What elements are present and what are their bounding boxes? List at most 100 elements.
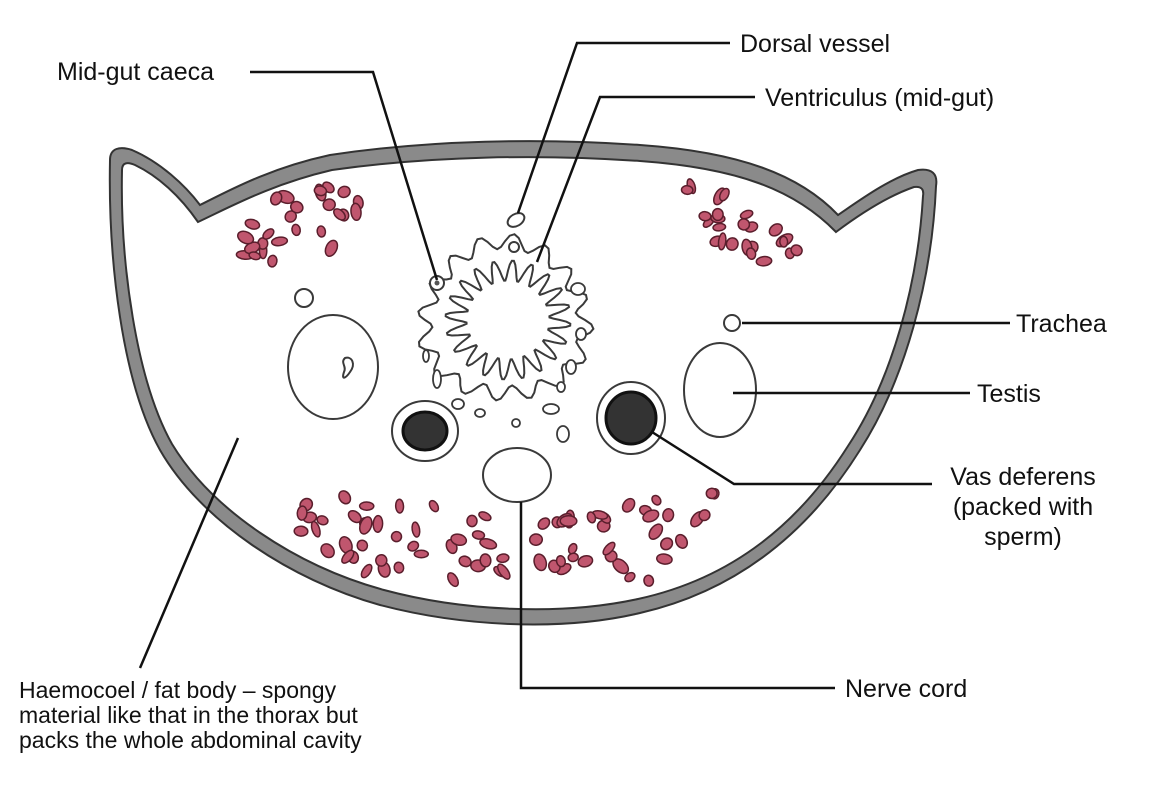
fat-cell <box>755 255 773 267</box>
fat-cell <box>717 232 727 251</box>
fat-cell <box>662 507 675 523</box>
fat-cell <box>296 505 308 521</box>
fat-cell <box>407 540 420 552</box>
fat-cell <box>528 533 544 546</box>
fat-cell <box>411 521 421 538</box>
fat-cell <box>533 553 548 572</box>
fat-cell <box>711 207 724 222</box>
leader-vas-deferens <box>651 430 932 486</box>
fat-cell <box>624 571 636 583</box>
label-midgut-caeca: Mid-gut caeca <box>57 58 215 86</box>
fat-cell <box>680 184 694 196</box>
fat-cell <box>316 225 327 238</box>
leader-midgut-caeca <box>250 70 439 281</box>
fat-cell <box>248 251 262 261</box>
fat-cell <box>698 210 712 222</box>
label-vas-deferens-line-3: sperm) <box>984 523 1062 551</box>
fat-cell <box>621 497 636 513</box>
fat-cell <box>236 230 255 245</box>
leader-dorsal-vessel <box>516 41 730 214</box>
fat-cell <box>337 185 351 199</box>
label-haemocoel: Haemocoel / fat body – spongy material l… <box>19 678 362 753</box>
ventriculus-pore <box>508 241 520 253</box>
fat-cell <box>479 538 498 550</box>
left-vas-deferens-sperm <box>401 410 449 452</box>
fat-cell <box>322 198 336 212</box>
fat-cell <box>394 498 405 514</box>
leader-lines <box>138 41 1010 690</box>
fat-cell <box>320 543 335 559</box>
fat-cell <box>586 511 597 524</box>
fat-cell <box>768 223 783 237</box>
fat-cell <box>262 228 275 240</box>
left-testis <box>287 314 379 420</box>
fat-cell <box>447 572 459 588</box>
fat-cell <box>347 509 362 524</box>
midgut-caeca-lumen <box>434 280 440 286</box>
fat-cell <box>737 218 751 231</box>
fat-cell <box>341 549 355 564</box>
fat-cell <box>293 525 309 537</box>
leader-haemocoel <box>138 437 240 669</box>
fat-cell <box>413 549 430 559</box>
label-haemocoel-line-2: material like that in the thorax but <box>19 702 358 728</box>
label-haemocoel-line-1: Haemocoel / fat body – spongy <box>19 677 337 703</box>
fat-cell <box>375 553 388 567</box>
fat-cell <box>466 514 478 528</box>
fat-cell <box>790 244 803 257</box>
fat-cell <box>705 487 718 500</box>
label-trachea: Trachea <box>1016 310 1107 338</box>
fat-cell <box>390 530 403 543</box>
left-testis-inclusion <box>342 356 354 379</box>
dorsal-vessel-shape <box>506 212 526 228</box>
fat-cell <box>602 541 616 556</box>
fat-cell <box>712 222 727 232</box>
fat-cell <box>372 514 384 533</box>
fat-cell <box>496 563 511 580</box>
fat-cell <box>310 520 321 538</box>
label-vas-deferens: Vas deferens (packed with sperm) <box>928 462 1118 552</box>
ventriculus-lumen <box>444 259 572 381</box>
fat-cell <box>718 187 730 202</box>
fat-cell <box>567 552 579 563</box>
fat-cell <box>359 516 373 535</box>
fat-cell <box>356 539 369 552</box>
fat-cell <box>393 561 405 574</box>
fat-cell <box>289 200 304 214</box>
left-trachea <box>294 288 314 308</box>
fat-cell <box>643 574 655 587</box>
right-trachea <box>723 314 741 332</box>
label-vas-deferens-line-1: Vas deferens <box>950 463 1096 491</box>
fat-cell <box>291 223 301 237</box>
fat-cell <box>478 511 492 522</box>
fat-body-cells <box>235 178 803 588</box>
leader-nerve-cord <box>519 502 835 690</box>
fat-cell <box>674 533 689 549</box>
fat-cell <box>269 191 283 206</box>
label-nerve-cord: Nerve cord <box>845 675 968 703</box>
fat-cell <box>496 553 510 564</box>
fat-cell <box>739 209 754 220</box>
fat-cell <box>244 218 261 230</box>
fat-cell <box>316 515 329 526</box>
fat-cell <box>779 235 789 248</box>
fat-cell <box>698 509 711 522</box>
fat-cell <box>350 202 362 222</box>
right-vas-deferens-sperm <box>604 390 658 446</box>
fat-cell <box>659 537 674 551</box>
fat-cell <box>577 554 594 568</box>
fat-cell <box>479 553 492 568</box>
label-testis: Testis <box>977 380 1041 408</box>
fat-cell <box>655 553 673 565</box>
nerve-cord-shape <box>482 447 552 503</box>
fat-cell <box>648 523 664 540</box>
right-testis <box>683 342 757 438</box>
fat-cell <box>537 517 551 530</box>
gut-fragments <box>422 282 587 443</box>
fat-cell <box>313 185 328 197</box>
fat-cell <box>450 533 468 547</box>
leader-ventriculus <box>535 95 755 263</box>
fat-cell <box>324 239 339 257</box>
